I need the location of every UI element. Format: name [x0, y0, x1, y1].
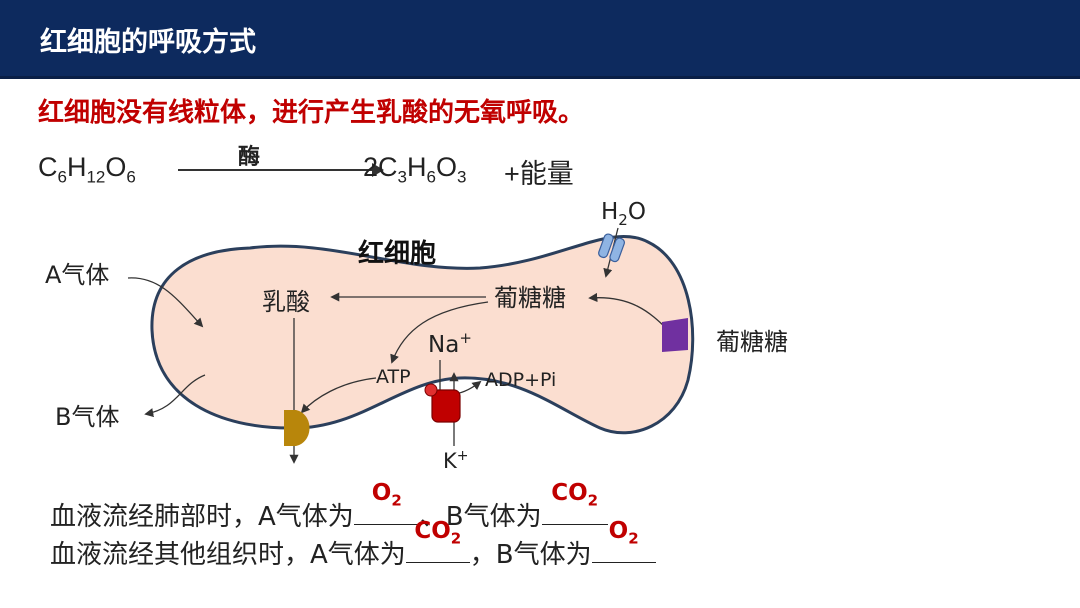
lactic-acid-label: 乳酸	[262, 288, 310, 316]
water-h: H	[601, 199, 618, 225]
water-sub: 2	[618, 211, 628, 229]
reactant-h-count: 12	[86, 167, 106, 187]
water-label: H2O	[601, 199, 646, 229]
reactant-c-count: 6	[57, 167, 67, 187]
sodium-potassium-pump-icon	[431, 389, 461, 423]
title-underline	[0, 76, 1080, 79]
k-ion: K	[443, 449, 458, 473]
answer-lung-b: CO	[551, 480, 588, 506]
answer-lung-b-sub: 2	[587, 491, 599, 510]
glycolysis-atp-arrow	[390, 301, 489, 364]
answer-tissue-b-sub: 2	[628, 529, 639, 548]
gas-a-entry-arrow	[127, 277, 204, 328]
answer-blank-tissue-b[interactable]: O2	[591, 518, 656, 563]
title-bar: 红细胞的呼吸方式	[0, 0, 1080, 76]
gas-a-label: A气体	[45, 261, 109, 289]
answer-tissue-a-sub: 2	[450, 529, 462, 548]
gas-b-label: B气体	[55, 403, 119, 431]
product-o: O	[435, 152, 457, 182]
question-lung-prefix: 血液流经肺部时，A气体为	[50, 502, 354, 532]
reactant-o: O	[105, 152, 127, 182]
page-title: 红细胞的呼吸方式	[40, 27, 256, 58]
reactant-formula: C6H12O6	[38, 152, 136, 187]
answer-lung-a: O	[371, 480, 392, 506]
glucose-outside-label: 葡糖糖	[716, 328, 788, 356]
lactate-channel-icon	[284, 410, 310, 446]
atp-to-lactate-channel-arrow	[300, 377, 377, 414]
product-o-count: 3	[456, 167, 467, 187]
subtitle: 红细胞没有线粒体，进行产生乳酸的无氧呼吸。	[38, 98, 585, 128]
enzyme-label: 酶	[238, 144, 261, 169]
glucose-inside-label: 葡糖糖	[494, 284, 566, 312]
question-tissue-prefix: 血液流经其他组织时，A气体为	[50, 540, 406, 570]
answer-blank-tissue-a[interactable]: CO2	[405, 518, 470, 563]
product-c: C	[378, 152, 398, 182]
product-formula: 2C3H6O3	[363, 152, 466, 187]
answer-blank-lung-a[interactable]: O2	[353, 480, 420, 525]
atp-label: ATP	[376, 366, 411, 388]
answer-blank-lung-b[interactable]: CO2	[541, 480, 608, 525]
cell-membrane	[150, 234, 695, 435]
gas-b-exit-arrow	[144, 374, 206, 418]
k-charge: +	[457, 448, 469, 464]
na-ion: Na	[428, 332, 459, 358]
k-label: K+	[443, 448, 469, 473]
water-channel-icon	[598, 233, 625, 263]
glucose-transporter-icon	[662, 318, 688, 352]
atp-binding-site-icon	[424, 383, 438, 397]
energy-label: +能量	[504, 159, 574, 189]
answer-lung-a-sub: 2	[391, 491, 402, 510]
reactant-o-count: 6	[126, 167, 136, 187]
water-o: O	[628, 199, 646, 225]
answer-tissue-b: O	[608, 518, 629, 544]
question-lung-middle: 、B气体为	[419, 502, 542, 532]
product-c-count: 3	[397, 167, 407, 187]
product-coefficient: 2	[363, 152, 379, 182]
reaction-arrow-head	[372, 163, 384, 177]
adp-label: ADP+Pi	[485, 369, 556, 391]
reaction-arrow	[178, 169, 380, 171]
reactant-h: H	[66, 152, 87, 182]
product-h-count: 6	[426, 167, 436, 187]
answer-tissue-a: CO	[414, 518, 451, 544]
reactant-c: C	[38, 152, 58, 182]
cell-label: 红细胞	[358, 238, 436, 269]
question-tissue-middle: ，B气体为	[469, 540, 592, 570]
na-charge: +	[459, 329, 472, 347]
product-h: H	[407, 152, 427, 182]
na-label: Na+	[428, 329, 472, 358]
